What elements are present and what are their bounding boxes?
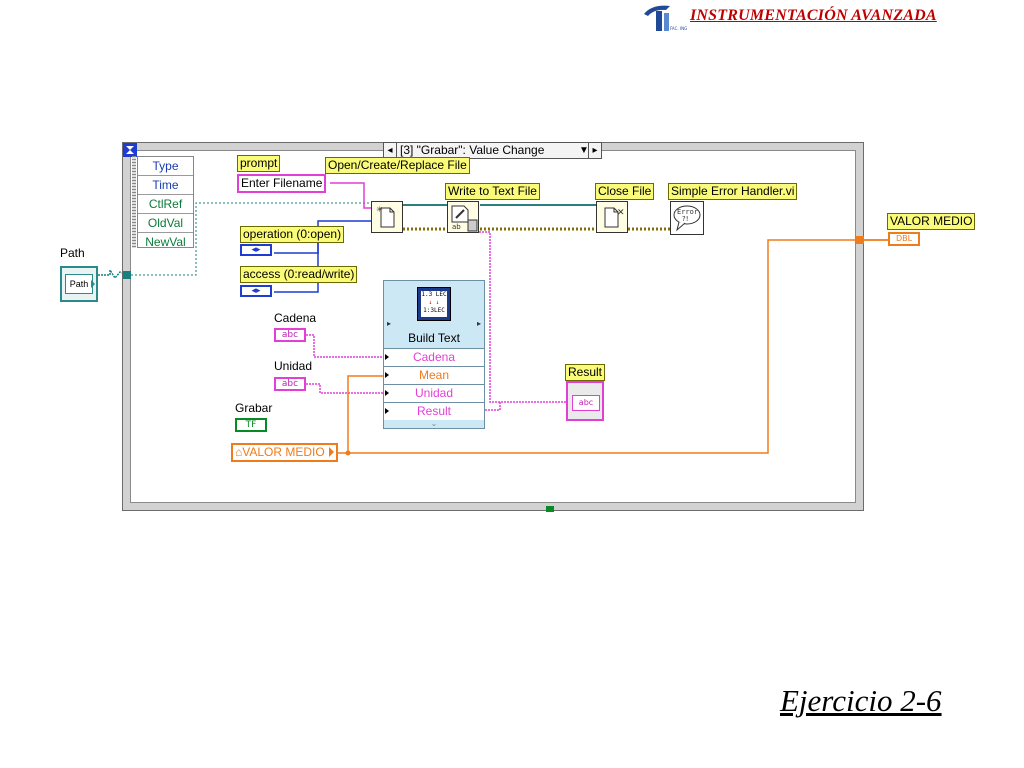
build-text-input-unidad[interactable]: Unidad <box>384 384 484 402</box>
svg-text:Error: Error <box>677 208 698 216</box>
open-file-icon: ✳ <box>376 205 395 228</box>
grabar-label: Grabar <box>235 401 273 415</box>
increment-arrow-icon[interactable]: ▸ <box>588 143 601 158</box>
operation-label: operation (0:open) <box>240 226 345 243</box>
selector-label: [3] "Grabar": Value Change <box>400 143 545 157</box>
build-text-input-cadena[interactable]: Cadena <box>384 348 484 366</box>
path-glyph: Path <box>65 274 93 294</box>
path-wire <box>98 267 131 280</box>
event-data-newval: NewVal <box>145 235 186 249</box>
cadena-label: Cadena <box>274 311 317 325</box>
event-data-time: Time <box>138 176 193 195</box>
svg-text:✳: ✳ <box>376 205 383 214</box>
error-dialog-icon: Error ?! <box>673 205 701 232</box>
access-label: access (0:read/write) <box>240 266 358 283</box>
unidad-label: Unidad <box>274 359 313 373</box>
write-text-file-icon: ab <box>451 205 478 232</box>
prompt-constant[interactable]: Enter Filename <box>237 174 327 193</box>
valor-medio-indicator[interactable]: DBL <box>888 232 920 246</box>
prompt-label: prompt <box>237 155 281 172</box>
cadena-control[interactable]: abc <box>274 328 306 342</box>
build-text-output-arrow-icon: ▸ <box>476 319 481 328</box>
svg-text:ab: ab <box>452 223 461 231</box>
event-data-grip[interactable] <box>132 156 136 248</box>
build-text-node[interactable]: 1.3 LEC↓ ↓1:3LEC ▸ ▸ Build Text Cadena M… <box>383 280 485 429</box>
result-indicator[interactable]: abc <box>566 381 604 421</box>
write-file-label: Write to Text File <box>445 183 540 200</box>
close-file-node[interactable]: ✕ <box>596 201 628 233</box>
event-data-node[interactable]: Type Time CtlRef OldVal NewVal <box>137 156 194 249</box>
result-label: Result <box>565 364 606 381</box>
write-file-node[interactable]: ab <box>447 201 479 233</box>
svg-text:?!: ?! <box>682 215 689 223</box>
event-case-selector[interactable]: ◂ [3] "Grabar": Value Change ▼ ▸ <box>383 142 602 159</box>
build-text-title: Build Text <box>408 331 460 345</box>
error-handler-node[interactable]: Error ?! <box>670 201 704 235</box>
build-text-output-result[interactable]: Result <box>384 402 484 420</box>
valor-medio-control[interactable]: ⌂VALOR MEDIO <box>231 443 338 462</box>
grabar-control[interactable]: TF <box>235 418 267 432</box>
dropdown-arrow-icon[interactable]: ▼ <box>579 145 589 156</box>
build-text-expand-icon[interactable]: ⌄ <box>430 419 438 428</box>
close-file-label: Close File <box>595 183 655 200</box>
event-data-oldval: OldVal <box>138 214 193 233</box>
svg-text:FAC. ING: FAC. ING <box>670 26 687 31</box>
error-handler-label: Simple Error Handler.vi <box>668 183 798 200</box>
valor-medio-control-label: VALOR MEDIO <box>242 445 325 459</box>
event-data-type: Type <box>138 157 193 176</box>
open-file-label: Open/Create/Replace File <box>325 157 470 174</box>
event-data-ctlref: CtlRef <box>138 195 193 214</box>
result-glyph: abc <box>572 395 600 411</box>
access-enum[interactable]: ◂▸ <box>240 285 272 297</box>
path-label: Path <box>60 246 85 260</box>
close-file-icon: ✕ <box>604 207 625 228</box>
build-text-input-arrow-icon: ▸ <box>387 319 392 328</box>
home-icon: ⌂ <box>235 445 243 459</box>
build-text-terminal-marks <box>385 354 389 414</box>
open-file-node[interactable]: ✳ <box>371 201 403 233</box>
faculty-logo-icon: FAC. ING <box>640 2 688 36</box>
control-arrow-icon <box>329 447 334 457</box>
path-control[interactable]: Path <box>60 266 98 302</box>
build-text-input-mean[interactable]: Mean <box>384 366 484 384</box>
operation-enum[interactable]: ◂▸ <box>240 244 272 256</box>
decrement-arrow-icon[interactable]: ◂ <box>384 143 397 158</box>
unidad-control[interactable]: abc <box>274 377 306 391</box>
svg-text:✕: ✕ <box>617 208 625 218</box>
build-text-icon: 1.3 LEC↓ ↓1:3LEC <box>417 287 451 321</box>
path-terminal-arrow-icon <box>91 280 95 288</box>
valor-medio-indicator-label: VALOR MEDIO <box>887 213 976 230</box>
exercise-caption: Ejercicio 2-6 <box>780 683 942 718</box>
header-title: INSTRUMENTACIÓN AVANZADA <box>690 7 937 24</box>
